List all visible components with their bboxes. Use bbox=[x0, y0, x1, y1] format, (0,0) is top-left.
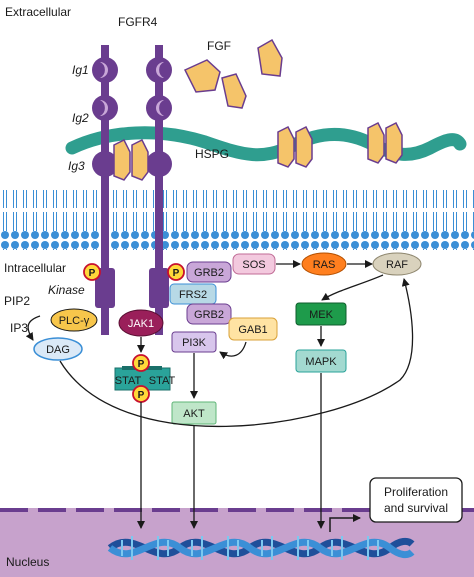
phospho-receptor-left: P bbox=[83, 263, 101, 281]
fgfr4-receptor-left bbox=[92, 45, 118, 335]
svg-text:GAB1: GAB1 bbox=[238, 324, 267, 336]
dna-helix bbox=[107, 536, 415, 560]
node-jak1: JAK1 bbox=[118, 309, 164, 337]
svg-text:STAT: STAT bbox=[115, 375, 142, 387]
arrow-dag-raf bbox=[59, 278, 414, 428]
node-grb2-top: GRB2 bbox=[186, 261, 232, 283]
svg-text:DAG: DAG bbox=[46, 344, 70, 356]
arrow-transcription-start bbox=[329, 514, 361, 532]
label-hspg: HSPG bbox=[195, 147, 229, 161]
svg-text:GRB2: GRB2 bbox=[194, 309, 224, 321]
label-ig2: Ig2 bbox=[72, 111, 89, 125]
label-fgfr4: FGFR4 bbox=[118, 15, 158, 29]
arrow-gab1-pi3k bbox=[219, 341, 247, 360]
svg-text:SOS: SOS bbox=[242, 259, 265, 271]
svg-text:AKT: AKT bbox=[183, 408, 205, 420]
node-gab1: GAB1 bbox=[228, 317, 278, 341]
node-frs2: FRS2 bbox=[169, 283, 217, 305]
svg-text:GRB2: GRB2 bbox=[194, 267, 224, 279]
fgf-bound-left bbox=[113, 138, 149, 181]
node-dag: DAG bbox=[33, 337, 83, 361]
phospho-stat-top: P bbox=[132, 354, 150, 372]
node-sos: SOS bbox=[232, 253, 276, 275]
node-akt: AKT bbox=[171, 401, 217, 425]
node-pi3k: PI3K bbox=[171, 331, 217, 353]
fgfr4-receptor-right bbox=[146, 45, 172, 335]
label-ig1: Ig1 bbox=[72, 63, 89, 77]
outcome-line1: Proliferation bbox=[384, 485, 448, 499]
label-ig3: Ig3 bbox=[68, 159, 85, 173]
svg-text:FRS2: FRS2 bbox=[179, 289, 207, 301]
cell-membrane bbox=[0, 190, 474, 250]
svg-text:P: P bbox=[138, 359, 145, 370]
node-raf: RAF bbox=[372, 252, 422, 276]
phospho-receptor-right: P bbox=[167, 263, 185, 281]
svg-text:MAPK: MAPK bbox=[305, 356, 337, 368]
fgf-bound-mid bbox=[277, 125, 313, 168]
svg-text:STAT: STAT bbox=[149, 375, 176, 387]
outcome-box: Proliferation and survival bbox=[369, 477, 463, 523]
label-fgf: FGF bbox=[207, 39, 231, 53]
svg-text:RAF: RAF bbox=[386, 259, 408, 271]
svg-text:MEK: MEK bbox=[309, 309, 334, 321]
node-mapk: MAPK bbox=[295, 349, 347, 373]
label-nucleus: Nucleus bbox=[6, 555, 49, 569]
svg-text:RAS: RAS bbox=[313, 259, 336, 271]
label-intracellular: Intracellular bbox=[4, 261, 66, 275]
svg-text:P: P bbox=[138, 390, 145, 401]
svg-text:PI3K: PI3K bbox=[182, 337, 207, 349]
arrow-raf-mek bbox=[321, 274, 384, 301]
svg-text:JAK1: JAK1 bbox=[128, 318, 154, 330]
svg-text:P: P bbox=[89, 268, 96, 279]
label-extracellular: Extracellular bbox=[5, 5, 71, 19]
arrow-pip2-dag bbox=[25, 315, 41, 341]
node-grb2-bottom: GRB2 bbox=[186, 303, 232, 325]
outcome-line2: and survival bbox=[384, 501, 448, 515]
label-kinase: Kinase bbox=[48, 283, 85, 297]
label-pip2: PIP2 bbox=[4, 294, 30, 308]
node-mek: MEK bbox=[295, 302, 347, 326]
svg-text:PLC-γ: PLC-γ bbox=[59, 315, 90, 327]
node-plc-gamma: PLC-γ bbox=[50, 308, 98, 332]
fgf-free-ligands bbox=[183, 38, 283, 109]
phospho-stat-bottom: P bbox=[132, 385, 150, 403]
svg-text:P: P bbox=[173, 268, 180, 279]
node-ras: RAS bbox=[301, 252, 347, 276]
label-ip3: IP3 bbox=[10, 321, 28, 335]
fgf-bound-right bbox=[367, 121, 403, 164]
